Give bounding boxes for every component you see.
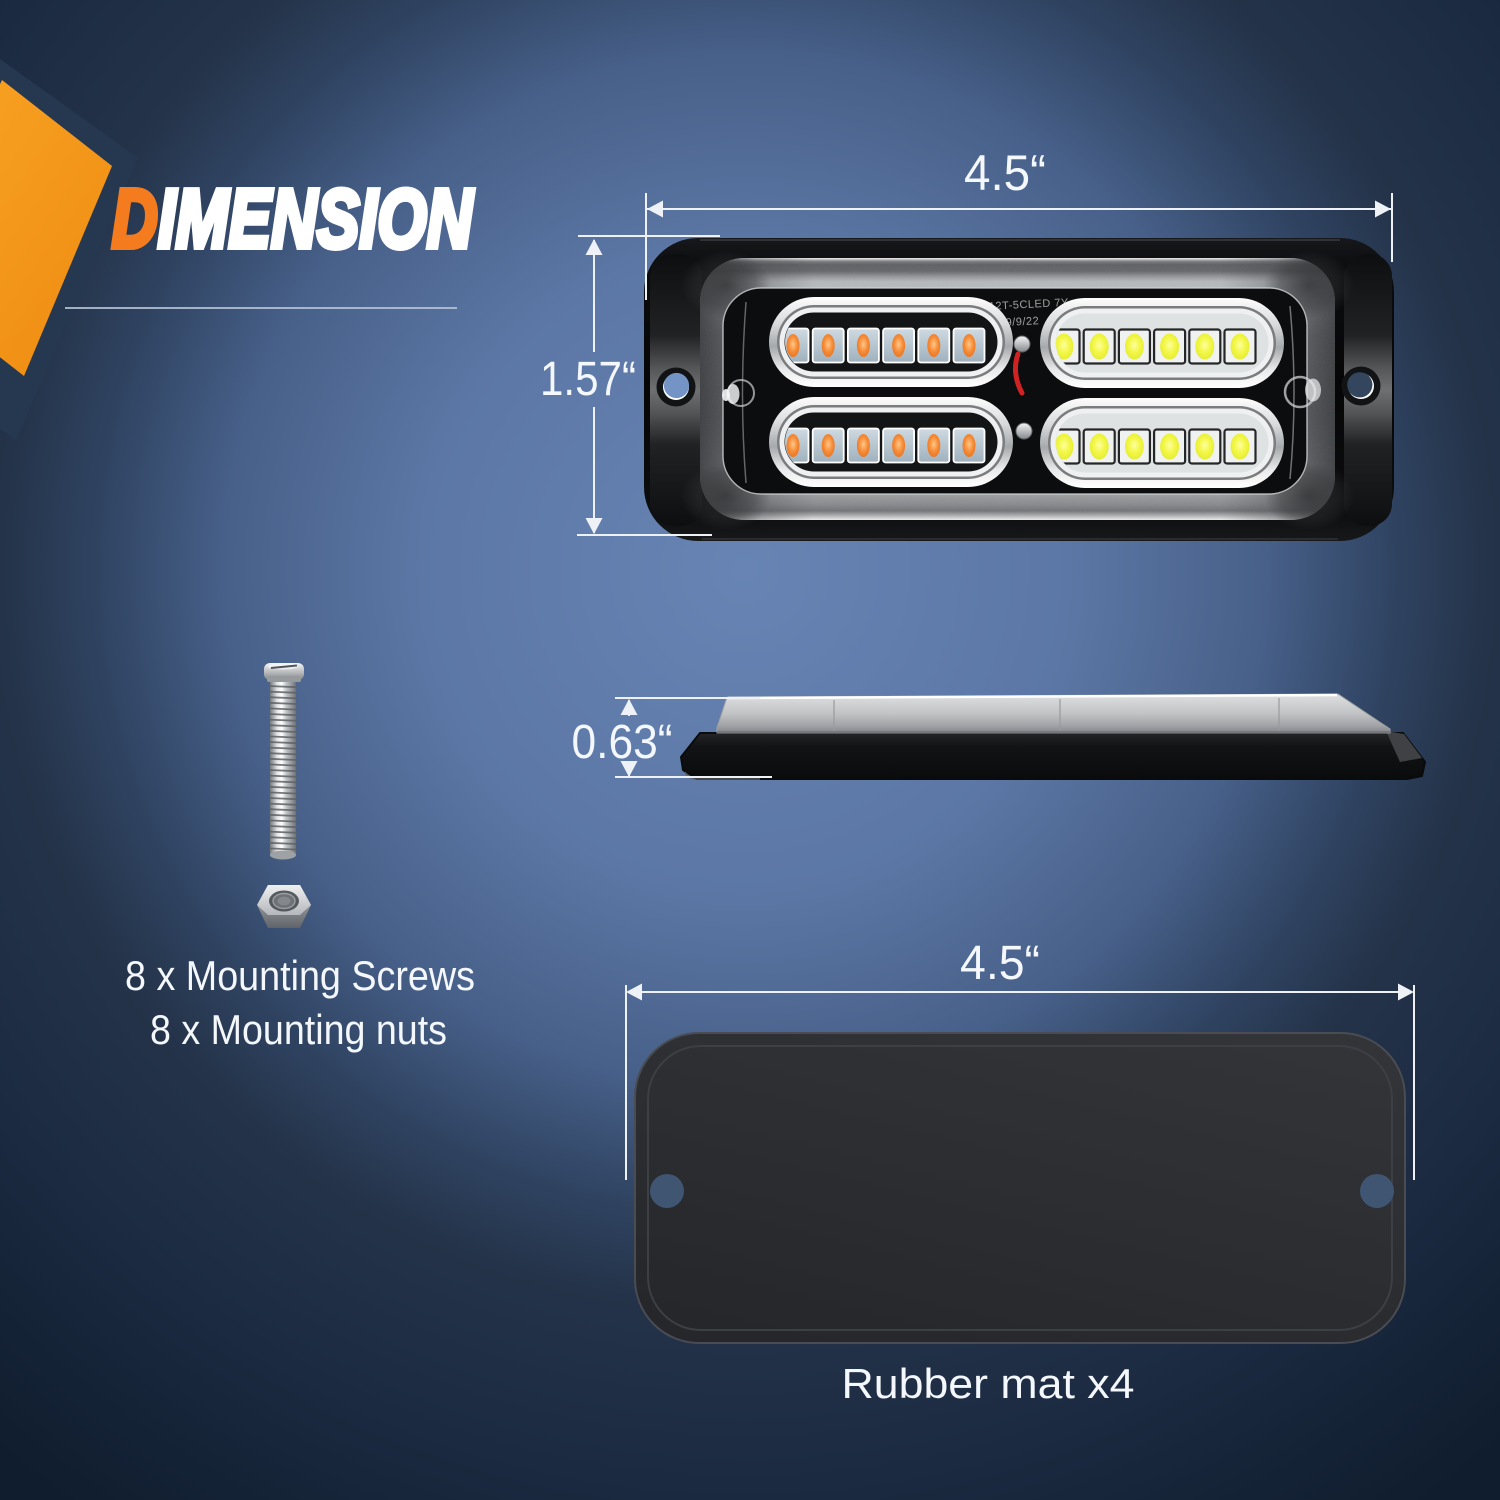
svg-text:4.5“: 4.5“: [960, 937, 1040, 990]
svg-text:Rubber mat x4: Rubber mat x4: [842, 1360, 1135, 1407]
svg-text:8 x Mounting Screws: 8 x Mounting Screws: [125, 952, 475, 999]
svg-text:4.5“: 4.5“: [964, 145, 1046, 201]
svg-text:8 x Mounting nuts: 8 x Mounting nuts: [150, 1006, 447, 1053]
svg-text:1.57“: 1.57“: [540, 353, 636, 406]
svg-text:0.63“: 0.63“: [572, 716, 673, 769]
